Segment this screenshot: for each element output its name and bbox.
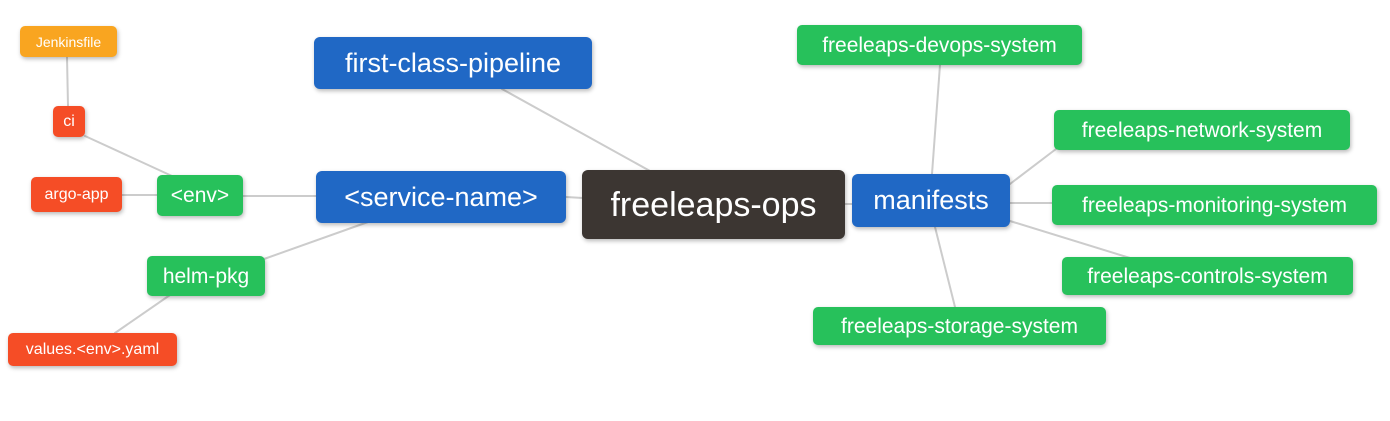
node-jenkinsfile[interactable]: Jenkinsfile	[20, 26, 117, 57]
edge-jenkinsfile-ci	[66, 56, 69, 107]
edge-pipeline-ops	[501, 88, 651, 172]
node-storage-system[interactable]: freeleaps-storage-system	[813, 307, 1106, 345]
edge-manifests-controls	[1009, 220, 1131, 259]
edge-manifests-devops	[931, 64, 941, 175]
node-controls-system[interactable]: freeleaps-controls-system	[1062, 257, 1353, 295]
node-monitoring-system[interactable]: freeleaps-monitoring-system	[1052, 185, 1377, 225]
node-devops-system[interactable]: freeleaps-devops-system	[797, 25, 1082, 65]
node-env[interactable]: <env>	[157, 175, 243, 216]
node-freeleaps-ops[interactable]: freeleaps-ops	[582, 170, 845, 239]
node-first-class-pipeline[interactable]: first-class-pipeline	[314, 37, 592, 89]
edge-values-helm-pkg	[114, 294, 171, 334]
edge-manifests-network	[1009, 148, 1057, 185]
node-helm-pkg[interactable]: helm-pkg	[147, 256, 265, 296]
edge-ci-env	[84, 135, 173, 177]
edge-manifests-storage	[934, 226, 956, 308]
node-manifests[interactable]: manifests	[852, 174, 1010, 227]
node-values-env-yaml[interactable]: values.<env>.yaml	[8, 333, 177, 366]
node-service-name[interactable]: <service-name>	[316, 171, 566, 223]
node-ci[interactable]: ci	[53, 106, 85, 137]
edge-service-name-ops	[565, 196, 584, 199]
edge-helm-pkg-service-name	[263, 221, 369, 260]
node-network-system[interactable]: freeleaps-network-system	[1054, 110, 1350, 150]
node-argo-app[interactable]: argo-app	[31, 177, 122, 212]
